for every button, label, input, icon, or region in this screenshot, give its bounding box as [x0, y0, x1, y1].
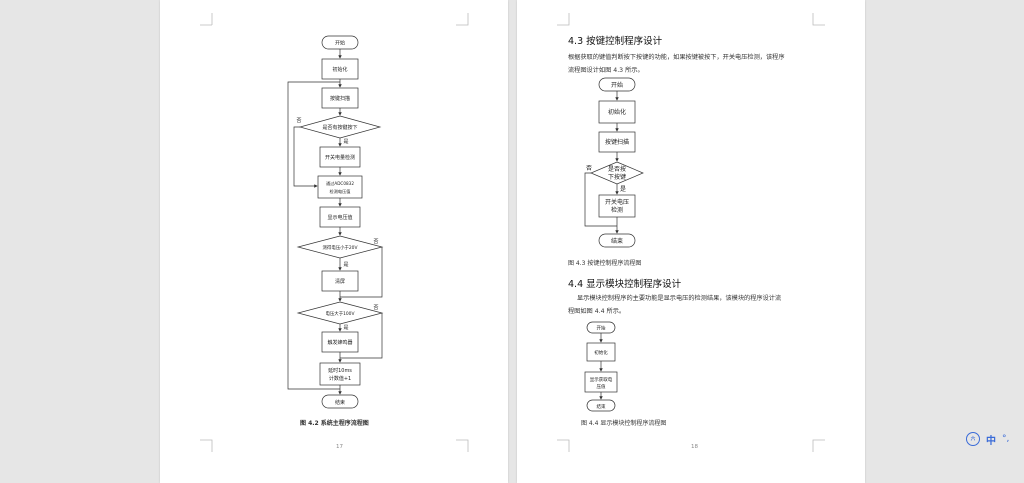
kf-switch-label-1: 开关电压 [605, 198, 629, 206]
flow-d3-yes: 是 [343, 325, 348, 331]
ime-language-toggle[interactable]: 中 [986, 435, 996, 447]
flow-end-terminal [321, 394, 359, 409]
kf-switch-label-2: 检测 [611, 206, 623, 214]
df-end-label: 结束 [597, 403, 606, 410]
figure-caption-4-3: 图 4.3 按键控制程序流程图 [568, 260, 642, 267]
flow-init-label: 初始化 [332, 66, 347, 73]
kf-decision-label-2: 下按键 [608, 173, 626, 181]
kf-scan-label: 按键扫描 [605, 138, 629, 146]
flow-decision2-label: 测得电压小于20V [323, 244, 358, 251]
section-heading-4-3: 4.3 按键控制程序设计 [568, 36, 663, 47]
flow-clear-label: 清屏 [335, 278, 345, 285]
flow-delay-label-2: 计数值+1 [329, 375, 351, 382]
figure-caption-4-4: 图 4.4 显示模块控制程序流程图 [581, 420, 667, 427]
section-heading-4-4: 4.4 显示模块控制程序设计 [568, 279, 682, 290]
flow-start-label: 开始 [335, 40, 345, 47]
flow-adc-label-2: 检测电压值 [330, 188, 351, 195]
page-number: 17 [336, 444, 343, 450]
main-flowchart: 开始 初始化 按键扫描 是否有按键按下 开关电量检测 通过ADC0832 检测电… [200, 13, 469, 452]
flow-buzzer-label: 触发蜂鸣器 [327, 339, 352, 346]
flow-switch-label: 开关电量检测 [325, 154, 355, 161]
page-graphics: 开始 初始化 按键扫描 是否按 下按键 开关电压 检测 结束 否 是 [557, 13, 825, 452]
flow-scan-label: 按键扫描 [330, 95, 350, 102]
df-init-label: 初始化 [594, 349, 608, 356]
document-page-17: 开始 初始化 按键扫描 是否有按键按下 开关电量检测 通过ADC0832 检测电… [160, 0, 508, 483]
flow-d2-yes: 是 [343, 262, 348, 268]
df-display-label-2: 压值 [597, 383, 606, 390]
keypad-flowchart: 开始 初始化 按键扫描 是否按 下按键 开关电压 检测 结束 否 是 [584, 77, 644, 248]
kf-end-terminal [598, 233, 636, 248]
figure-caption: 图 4.2 系统主程序流程图 [300, 420, 369, 427]
flow-display-label: 显示电压值 [327, 214, 352, 221]
kf-no-label: 否 [586, 165, 592, 172]
flow-delay-label-1: 延时10ms [328, 367, 352, 374]
display-flowchart: 开始 初始化 显示获取电 压值 结束 [584, 321, 618, 412]
page-number: 18 [691, 444, 698, 450]
ime-logo-icon[interactable]: 六 [966, 432, 980, 446]
document-page-18: 开始 初始化 按键扫描 是否按 下按键 开关电压 检测 结束 否 是 [517, 0, 865, 483]
flow-end-label: 结束 [335, 399, 345, 406]
kf-yes-label: 是 [620, 186, 626, 193]
flow-decision1-label: 是否有按键按下 [322, 124, 357, 131]
paragraph-4-3-line1: 根据获取的键值判断按下按键的功能，如果按键被按下，开关电压检测，该程序 [568, 54, 785, 61]
df-start-label: 开始 [597, 325, 606, 332]
ime-toolbar[interactable]: 六 中 °, [966, 430, 1022, 448]
df-display-label-1: 显示获取电 [590, 376, 613, 383]
kf-end-label: 结束 [611, 237, 623, 245]
paragraph-4-4-line2: 程图如图 4.4 所示。 [568, 308, 626, 315]
flow-d2-no: 否 [373, 239, 378, 245]
flow-decision3-label: 电压大于100V [326, 310, 355, 317]
df-end-terminal [586, 399, 616, 412]
kf-init-label: 初始化 [608, 108, 626, 116]
flow-adc-box [317, 175, 363, 199]
ime-punctuation-toggle[interactable]: °, [1002, 434, 1010, 444]
kf-decision-label-1: 是否按 [608, 165, 626, 173]
paragraph-4-4-line1: 显示模块控制程序的主要功能是显示电压的检测结果，该模块的程序设计流 [577, 295, 782, 302]
flow-d3-no: 否 [373, 305, 378, 311]
flow-d1-yes: 是 [343, 139, 348, 145]
paragraph-4-3-line2: 流程图设计如图 4.3 所示。 [568, 67, 644, 74]
flow-adc-label-1: 通过ADC0832 [326, 180, 354, 187]
flow-d1-no: 否 [296, 118, 301, 124]
kf-start-label: 开始 [611, 81, 623, 89]
